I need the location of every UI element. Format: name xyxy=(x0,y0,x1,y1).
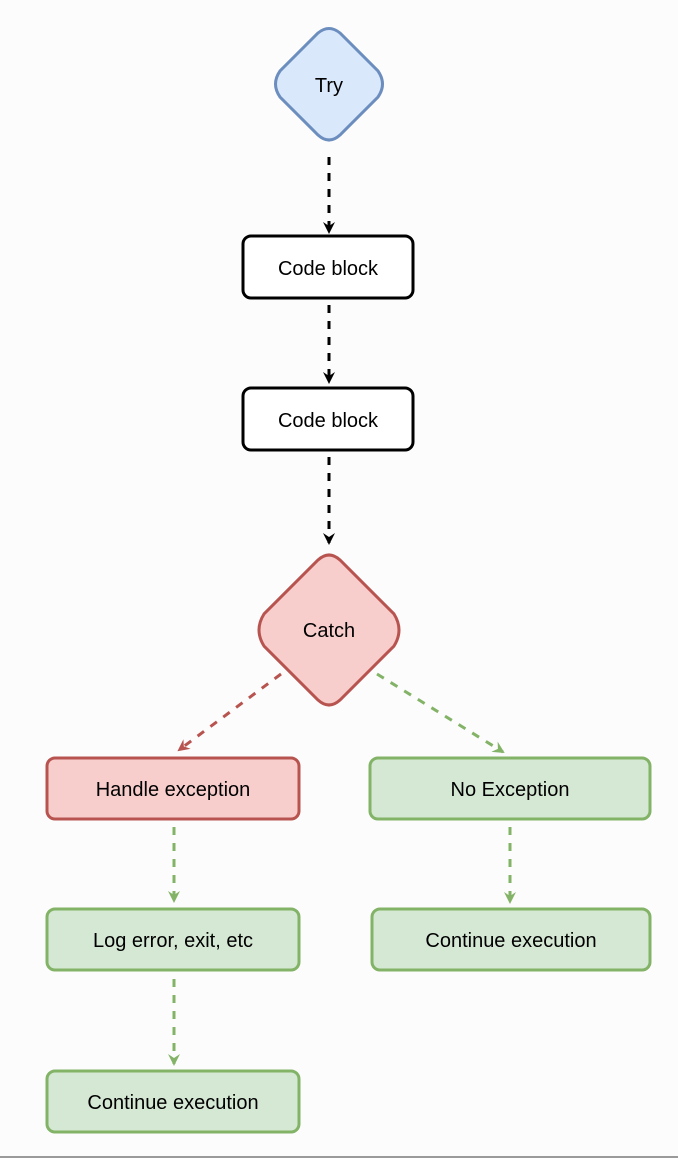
edge-catch-to-no-exception xyxy=(376,672,505,754)
try-diamond xyxy=(274,27,384,142)
continue-execution-left-box xyxy=(45,1069,301,1134)
no-exception-box xyxy=(368,756,652,821)
log-error-box xyxy=(45,907,301,972)
code-block-1-node: Code block xyxy=(241,234,415,300)
edge-catch-to-handle-exception xyxy=(177,672,282,752)
catch-diamond xyxy=(257,553,401,707)
continue-execution-right-box xyxy=(370,907,652,972)
code-block-2-node: Code block xyxy=(241,386,415,452)
continue-execution-left-label: Continue execution xyxy=(87,1092,258,1114)
try-node: Try xyxy=(274,27,384,142)
handle-exception-box xyxy=(45,756,301,821)
continue-execution-right-label: Continue execution xyxy=(425,930,596,952)
catch-label: Catch xyxy=(303,620,355,642)
code-block-1-label: Code block xyxy=(278,258,379,280)
no-exception-node: No Exception xyxy=(368,756,652,821)
continue-execution-left-node: Continue execution xyxy=(45,1069,301,1134)
handle-exception-node: Handle exception xyxy=(45,756,301,821)
bottom-divider xyxy=(0,1156,678,1158)
log-error-node: Log error, exit, etc xyxy=(45,907,301,972)
catch-node: Catch xyxy=(257,553,401,707)
code-block-2-label: Code block xyxy=(278,410,379,432)
continue-execution-right-node: Continue execution xyxy=(370,907,652,972)
no-exception-label: No Exception xyxy=(451,779,570,801)
log-error-label: Log error, exit, etc xyxy=(93,930,253,952)
try-label: Try xyxy=(315,75,343,97)
code-block-1-box xyxy=(241,234,415,300)
handle-exception-label: Handle exception xyxy=(96,779,251,801)
code-block-2-box xyxy=(241,386,415,452)
